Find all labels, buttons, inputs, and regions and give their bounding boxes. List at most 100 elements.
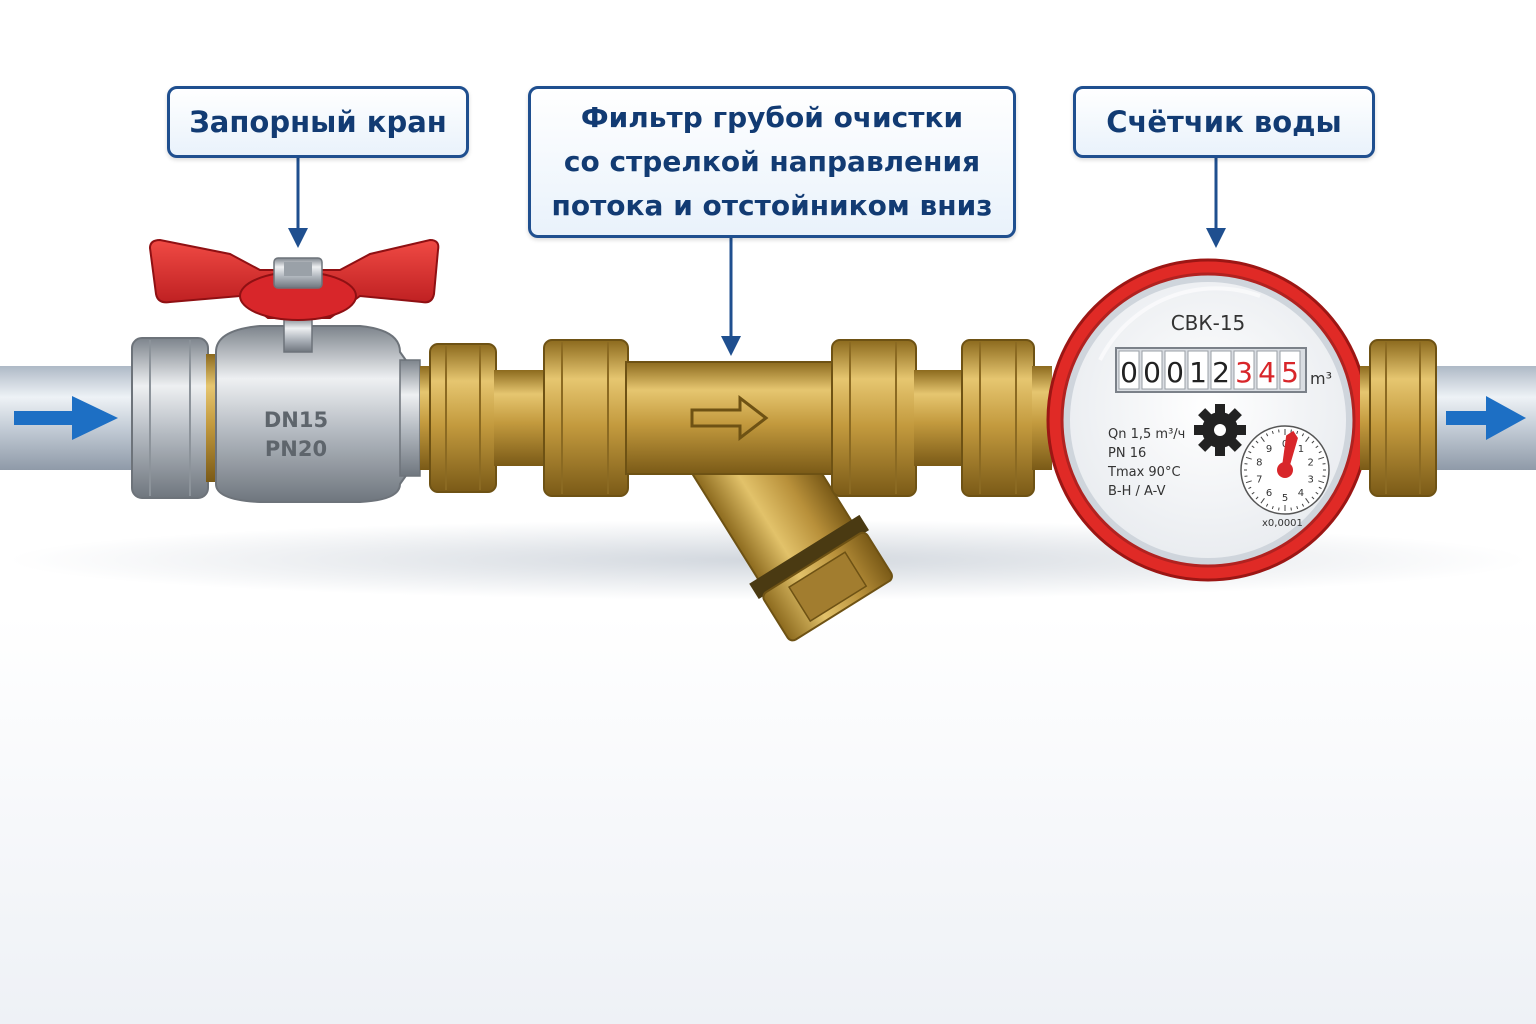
dial-tick bbox=[1315, 445, 1319, 449]
star-tooth bbox=[1198, 436, 1214, 452]
dial-tick bbox=[1315, 491, 1319, 495]
dial-tick bbox=[1296, 505, 1299, 510]
dial-number: 9 bbox=[1266, 444, 1272, 455]
dial-tick bbox=[1296, 430, 1299, 435]
meter-model: СВК-15 bbox=[1171, 311, 1246, 335]
dial-tick bbox=[1260, 498, 1265, 504]
counter-unit: m³ bbox=[1310, 369, 1332, 388]
dial-number: 7 bbox=[1256, 474, 1262, 485]
dial-tick bbox=[1301, 433, 1305, 437]
counter-digit-cell bbox=[1187, 350, 1209, 390]
strainer-flow-arrow-icon bbox=[690, 394, 769, 442]
counter-black-digit: 0 bbox=[1143, 356, 1161, 389]
dial-tick bbox=[1248, 486, 1252, 490]
dial-tick bbox=[1245, 480, 1252, 484]
counter-black-digit: 0 bbox=[1120, 356, 1138, 389]
star-tooth bbox=[1226, 436, 1242, 452]
counter-digit-cell bbox=[1210, 350, 1232, 390]
dial-number: 8 bbox=[1256, 458, 1262, 469]
filter-callout-arrow bbox=[721, 238, 741, 356]
dial-tick bbox=[1271, 505, 1274, 510]
counter-digit-cell bbox=[1233, 350, 1255, 390]
dial-number: 1 bbox=[1298, 444, 1304, 455]
dial-number: 4 bbox=[1298, 488, 1304, 499]
counter-black-digit: 2 bbox=[1212, 356, 1230, 389]
connector-pipe-1 bbox=[494, 370, 546, 466]
counter-digit-cell bbox=[1118, 350, 1140, 390]
counter-digit-cell bbox=[1279, 350, 1301, 390]
dial-tick bbox=[1255, 440, 1259, 444]
star-tooth bbox=[1194, 425, 1206, 435]
star-tooth bbox=[1215, 404, 1225, 416]
dial-tick bbox=[1265, 433, 1269, 437]
dial-tick bbox=[1305, 436, 1310, 442]
dial-tick bbox=[1305, 498, 1310, 504]
union-nut-1 bbox=[420, 343, 497, 493]
dial-number: 5 bbox=[1282, 493, 1288, 504]
dial-tick bbox=[1265, 503, 1269, 507]
counter-digit-cell bbox=[1164, 350, 1186, 390]
dial-tick bbox=[1251, 491, 1255, 495]
spec-qn: Qn 1,5 m³/ч bbox=[1108, 427, 1185, 442]
spec-orientation: B-H / A-V bbox=[1108, 484, 1166, 499]
dial-tick bbox=[1248, 450, 1252, 454]
counter-black-digit: 0 bbox=[1166, 356, 1184, 389]
dial-tick bbox=[1318, 456, 1325, 460]
star-tooth bbox=[1215, 444, 1225, 456]
spec-pn: PN 16 bbox=[1108, 446, 1146, 461]
connector-pipe-2 bbox=[914, 370, 966, 466]
dial-tick bbox=[1318, 450, 1322, 454]
star-tooth bbox=[1198, 408, 1214, 424]
union-nut-3 bbox=[1360, 339, 1437, 497]
counter-red-digit: 4 bbox=[1258, 356, 1276, 389]
counter-digit-cell bbox=[1141, 350, 1163, 390]
meter-callout-arrow bbox=[1206, 158, 1226, 248]
dial-multiplier: x0,0001 bbox=[1262, 518, 1303, 529]
dial-tick bbox=[1271, 430, 1274, 435]
dial-number: 6 bbox=[1266, 488, 1272, 499]
union-nut-2 bbox=[961, 339, 1052, 497]
counter-digit-cell bbox=[1256, 350, 1278, 390]
filter-label-line2: со стрелкой направления bbox=[563, 145, 981, 178]
star-tooth bbox=[1226, 408, 1242, 424]
filter-label-line3: потока и отстойником вниз bbox=[551, 189, 993, 222]
valve-marking-dn: DN15 bbox=[264, 408, 328, 432]
counter-black-digit: 1 bbox=[1189, 356, 1207, 389]
spec-tmax: Tmax 90°C bbox=[1107, 465, 1181, 480]
dial-number: 2 bbox=[1308, 458, 1314, 469]
meter-label: Счётчик воды bbox=[1106, 105, 1342, 139]
star-tooth bbox=[1234, 425, 1246, 435]
dial-tick bbox=[1255, 496, 1259, 500]
y-strainer bbox=[543, 339, 917, 642]
counter-red-digit: 5 bbox=[1281, 356, 1299, 389]
counter-red-digit: 3 bbox=[1235, 356, 1253, 389]
valve-handle bbox=[148, 238, 440, 321]
dial-tick bbox=[1311, 496, 1315, 500]
dial-tick bbox=[1318, 486, 1322, 490]
valve-label: Запорный кран bbox=[189, 105, 447, 139]
outlet-flow-arrow-icon bbox=[1446, 396, 1526, 440]
valve-callout-arrow bbox=[288, 158, 308, 248]
dial-tick bbox=[1251, 445, 1255, 449]
dial-number: 3 bbox=[1308, 474, 1314, 485]
dial-tick bbox=[1245, 456, 1252, 460]
small-dial: 0123456789 bbox=[1240, 425, 1330, 515]
meter-callout: Счётчик воды bbox=[1073, 86, 1375, 158]
filter-callout: Фильтр грубой очистки со стрелкой направ… bbox=[528, 86, 1016, 238]
dial-tick bbox=[1301, 503, 1305, 507]
dial-tick bbox=[1318, 480, 1325, 484]
valve-marking-pn: PN20 bbox=[265, 437, 327, 461]
valve-callout: Запорный кран bbox=[167, 86, 469, 158]
inlet-flow-arrow-icon bbox=[14, 396, 118, 440]
dial-tick bbox=[1260, 436, 1265, 442]
filter-label-line1: Фильтр грубой очистки bbox=[580, 101, 964, 134]
ball-valve: DN15 PN20 bbox=[131, 238, 440, 503]
flow-star-icon bbox=[1194, 404, 1246, 456]
dial-tick bbox=[1311, 440, 1315, 444]
